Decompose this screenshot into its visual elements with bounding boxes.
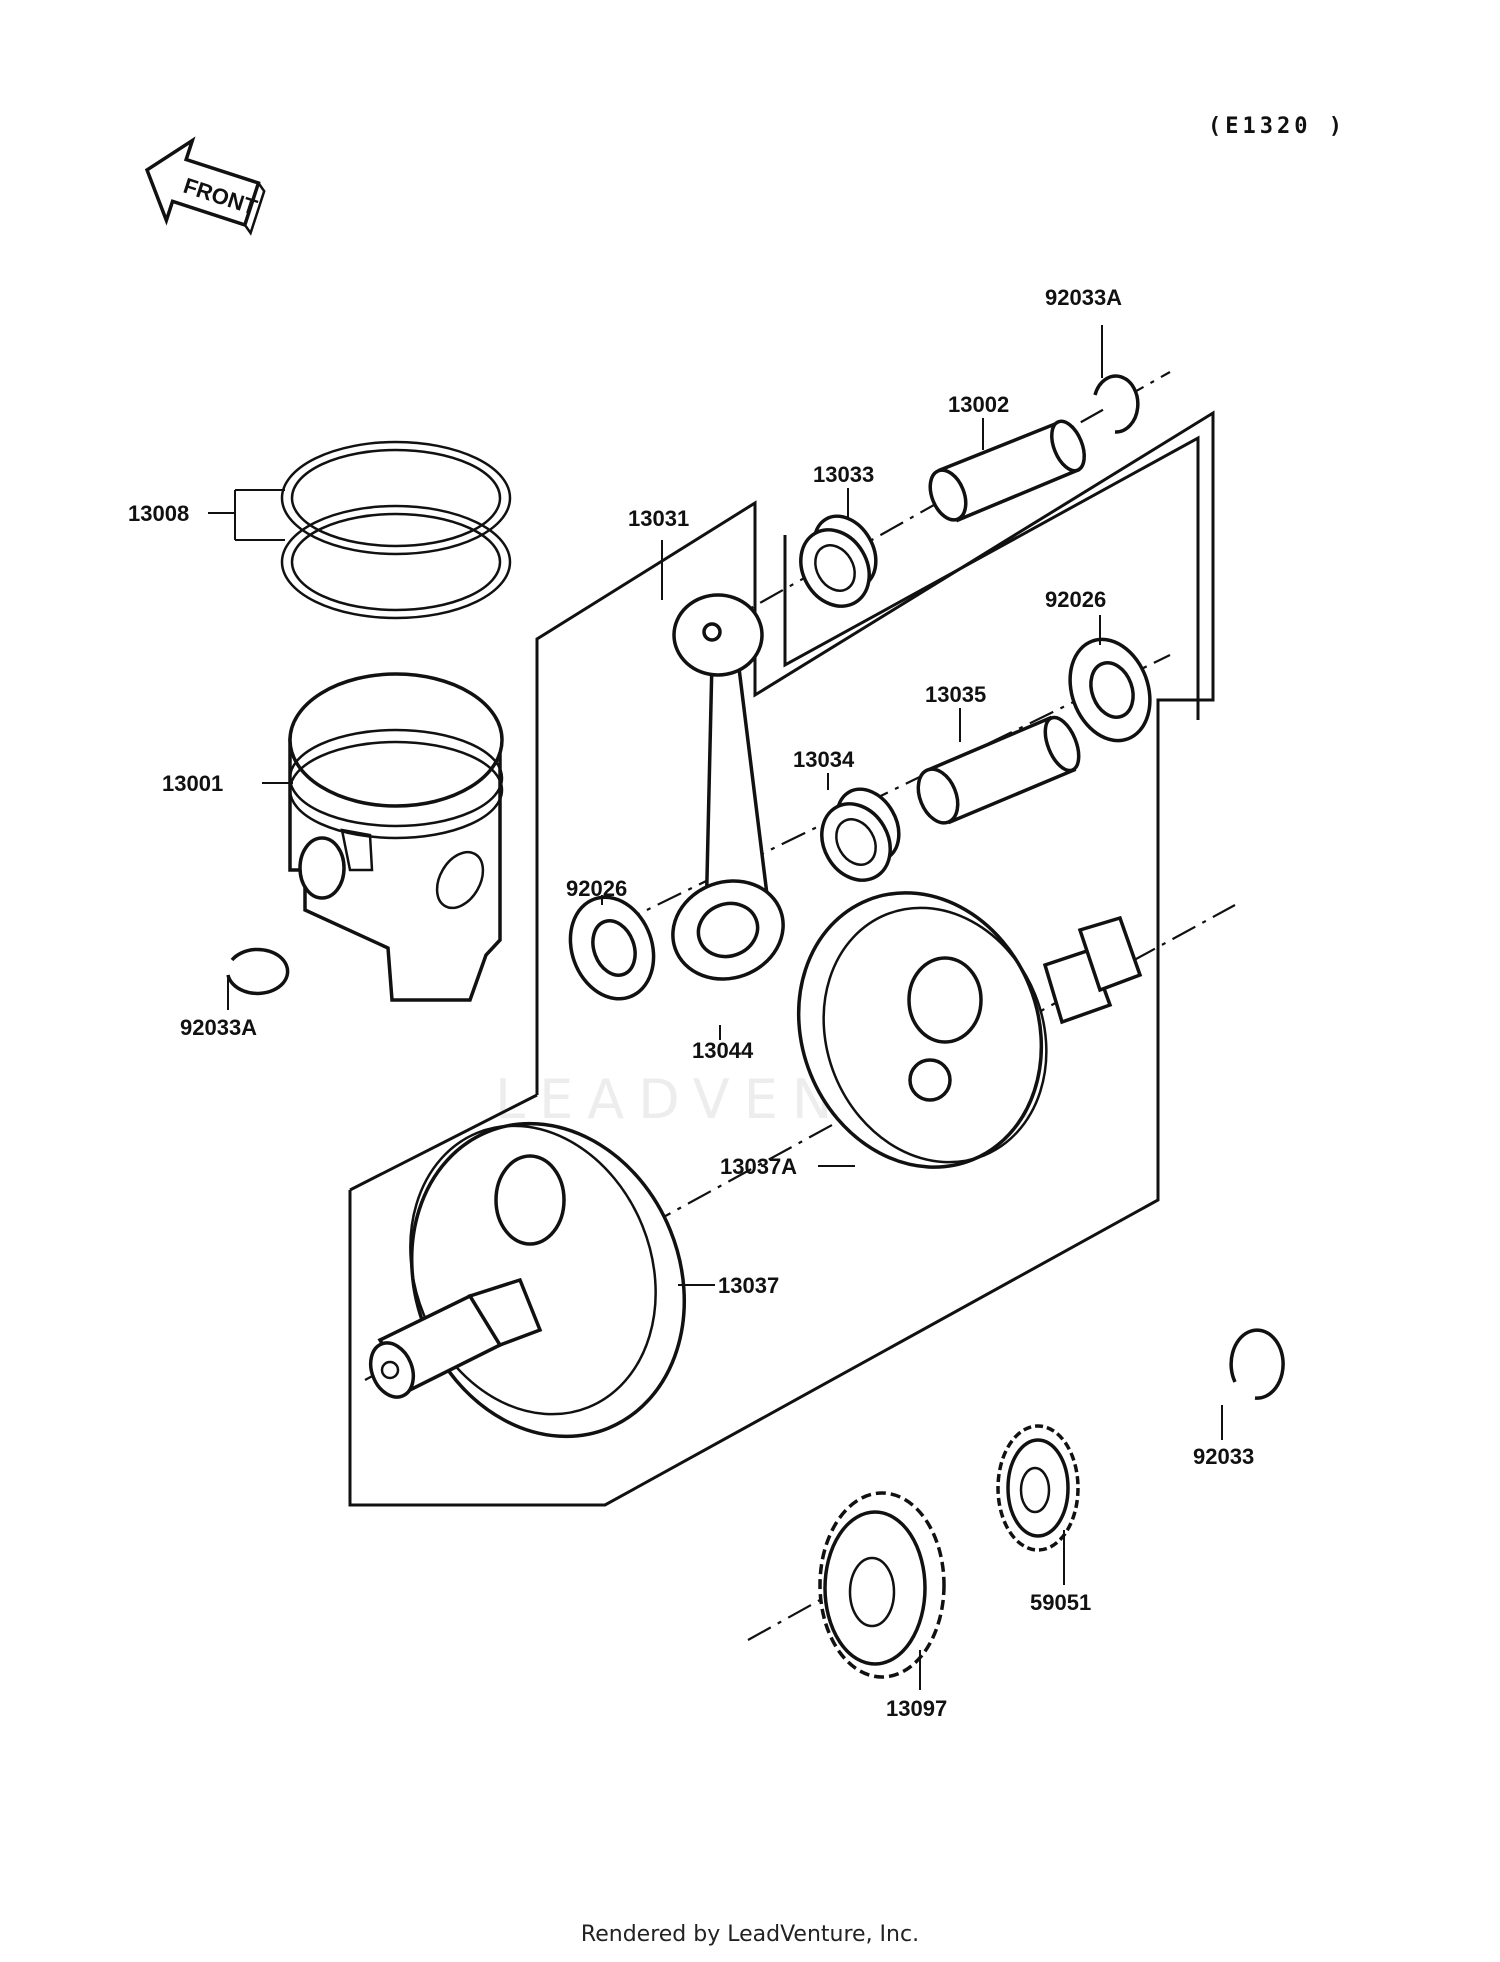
small-gear — [996, 1424, 1080, 1552]
label-92033: 92033 — [1193, 1444, 1254, 1469]
thrust-washer-right — [1068, 637, 1152, 743]
piston — [288, 672, 504, 1002]
circlip-left — [226, 947, 290, 996]
label-92033A-top: 92033A — [1045, 285, 1122, 310]
label-92026-right: 92026 — [1045, 587, 1106, 612]
label-13002: 13002 — [948, 392, 1009, 417]
thrust-washer-left — [568, 895, 656, 1001]
label-13044: 13044 — [692, 1038, 754, 1063]
large-gear — [818, 1491, 946, 1679]
label-13097: 13097 — [886, 1696, 947, 1721]
needle-bearing-bottom — [820, 787, 901, 882]
label-13031: 13031 — [628, 506, 689, 531]
label-13033: 13033 — [813, 462, 874, 487]
piston-rings — [280, 440, 512, 620]
frame-crankshaft-assembly — [348, 410, 1215, 1507]
front-arrow-icon: FRONT — [144, 136, 266, 236]
leader-lines — [208, 325, 1223, 1690]
footer-credit: Rendered by LeadVenture, Inc. — [580, 1922, 920, 1947]
label-59051: 59051 — [1030, 1590, 1091, 1615]
circlip-top — [1093, 374, 1140, 434]
label-13037A: 13037A — [720, 1154, 797, 1179]
needle-bearing-top — [799, 514, 878, 608]
label-13037: 13037 — [718, 1273, 779, 1298]
label-13035: 13035 — [925, 682, 986, 707]
crank-pin — [916, 715, 1081, 825]
label-13001: 13001 — [162, 771, 223, 796]
label-92026-left: 92026 — [566, 876, 627, 901]
label-13034: 13034 — [793, 747, 855, 772]
label-92033A-left: 92033A — [180, 1015, 257, 1040]
connecting-rod — [671, 593, 785, 981]
crank-half-right — [796, 891, 1143, 1169]
diagram-code: (E1320 ) — [1208, 114, 1346, 139]
circlip-right — [1229, 1328, 1285, 1400]
label-13008: 13008 — [128, 501, 189, 526]
piston-pin — [928, 419, 1086, 523]
crank-half-left — [368, 1121, 687, 1439]
